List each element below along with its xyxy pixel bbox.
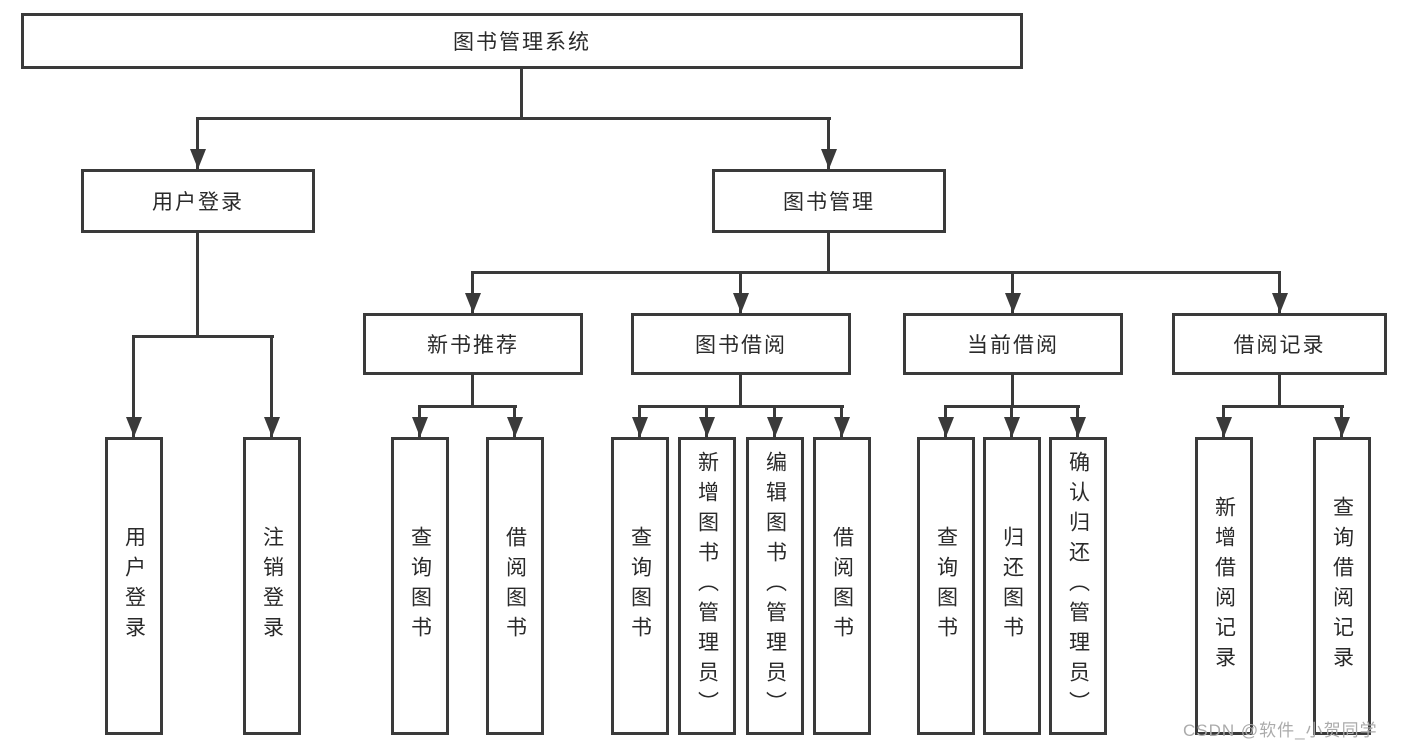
arrowhead-icon <box>1334 417 1350 437</box>
leaf-edit-books-admin: 编辑图书（管理员） <box>746 437 804 735</box>
leaf-add-borrow-record: 新增借阅记录 <box>1195 437 1253 735</box>
arrowhead-icon <box>1272 293 1288 313</box>
leaf-query-borrow-record: 查询借阅记录 <box>1313 437 1371 735</box>
arrowhead-icon <box>126 417 142 437</box>
node-library-management-system: 图书管理系统 <box>21 13 1023 69</box>
connector-line <box>418 405 517 408</box>
leaf-query-books-current: 查询图书 <box>917 437 975 735</box>
node-new-book-recommend: 新书推荐 <box>363 313 583 375</box>
csdn-watermark: CSDN @软件_小贺同学 <box>1183 721 1378 740</box>
connector-line <box>739 375 742 406</box>
node-borrowing-records: 借阅记录 <box>1172 313 1387 375</box>
leaf-confirm-return-admin: 确认归还（管理员） <box>1049 437 1107 735</box>
node-book-management: 图书管理 <box>712 169 946 233</box>
connector-line <box>196 233 199 336</box>
connector-line <box>739 271 742 313</box>
leaf-logout: 注销登录 <box>243 437 301 735</box>
connector-line <box>1278 375 1281 406</box>
connector-line <box>132 335 135 437</box>
arrowhead-icon <box>632 417 648 437</box>
connector-line <box>196 117 831 120</box>
arrowhead-icon <box>938 417 954 437</box>
connector-line <box>638 405 844 408</box>
leaf-add-books-admin: 新增图书（管理员） <box>678 437 736 735</box>
connector-line <box>1011 375 1014 406</box>
leaf-user-login: 用户登录 <box>105 437 163 735</box>
arrowhead-icon <box>1070 417 1086 437</box>
leaf-borrow-books: 借阅图书 <box>813 437 871 735</box>
arrowhead-icon <box>1216 417 1232 437</box>
connector-line <box>270 335 273 437</box>
arrowhead-icon <box>834 417 850 437</box>
arrowhead-icon <box>767 417 783 437</box>
connector-line <box>827 117 830 169</box>
arrowhead-icon <box>1005 293 1021 313</box>
leaf-borrow-books-recommend: 借阅图书 <box>486 437 544 735</box>
connector-line <box>133 335 274 338</box>
arrowhead-icon <box>412 417 428 437</box>
connector-line <box>827 233 830 272</box>
arrowhead-icon <box>264 417 280 437</box>
arrowhead-icon <box>465 293 481 313</box>
leaf-return-books: 归还图书 <box>983 437 1041 735</box>
node-user-login: 用户登录 <box>81 169 315 233</box>
connector-line <box>471 271 1281 274</box>
arrowhead-icon <box>507 417 523 437</box>
arrowhead-icon <box>190 149 206 169</box>
connector-line <box>1222 405 1344 408</box>
connector-line <box>471 271 474 313</box>
leaf-query-books-borrowing: 查询图书 <box>611 437 669 735</box>
node-current-borrowing: 当前借阅 <box>903 313 1123 375</box>
connector-line <box>1011 271 1014 313</box>
connector-line <box>196 117 199 169</box>
connector-line <box>520 69 523 118</box>
connector-line <box>1278 271 1281 313</box>
arrowhead-icon <box>733 293 749 313</box>
arrowhead-icon <box>1004 417 1020 437</box>
arrowhead-icon <box>699 417 715 437</box>
arrowhead-icon <box>821 149 837 169</box>
leaf-query-books-recommend: 查询图书 <box>391 437 449 735</box>
node-book-borrowing: 图书借阅 <box>631 313 851 375</box>
connector-line <box>471 375 474 406</box>
